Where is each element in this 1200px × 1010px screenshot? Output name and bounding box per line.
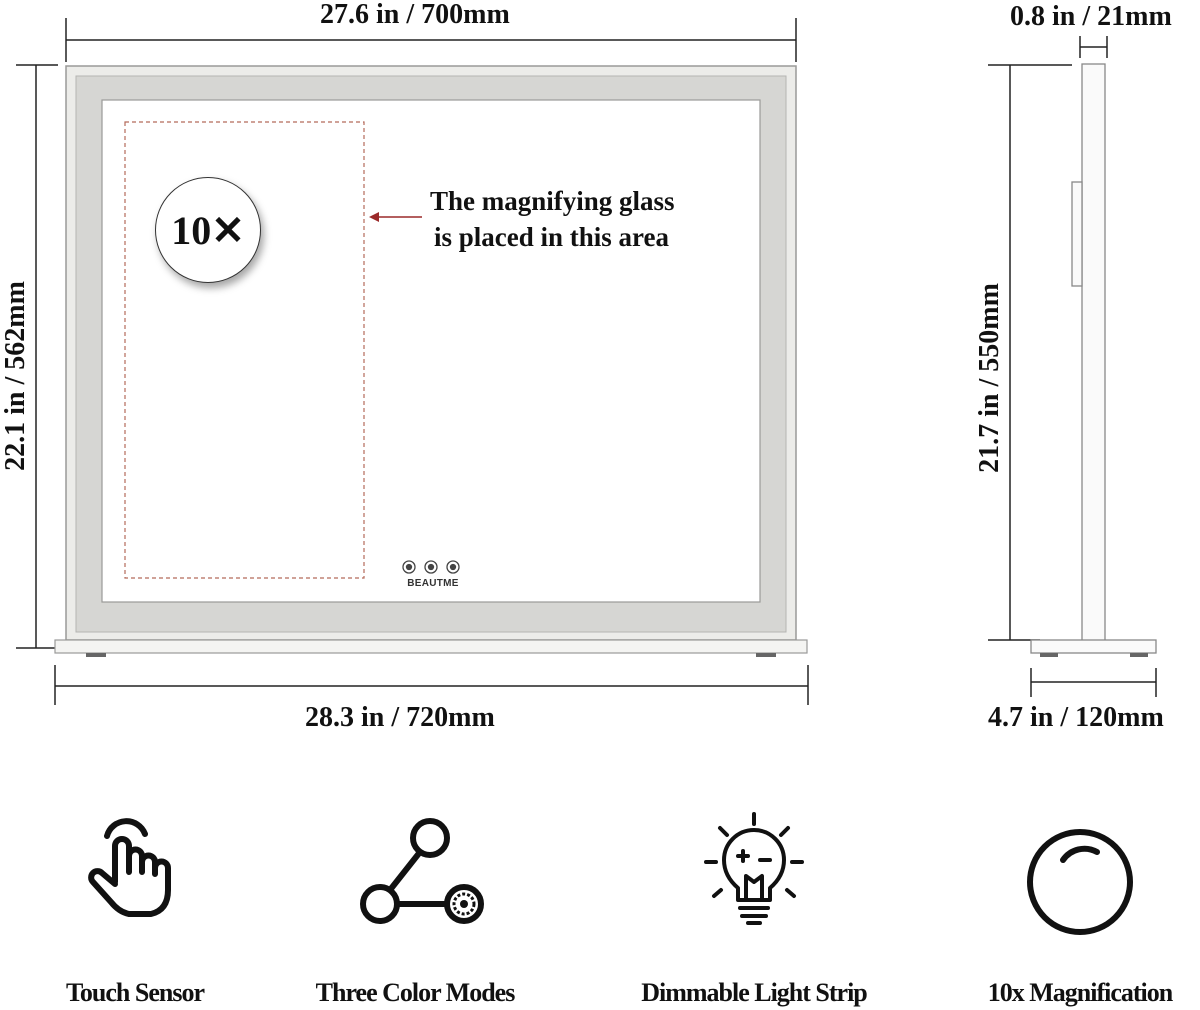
mirror-base (54, 639, 808, 654)
dimension-diagram (16, 18, 1157, 705)
bottom-width-dimension-line (54, 665, 809, 705)
left-height-dimension-line (16, 64, 58, 649)
magnifier-circle-icon (1027, 829, 1133, 935)
color-modes-icon (360, 818, 484, 924)
side-depth-dimension-line (1079, 36, 1108, 58)
lightbulb-icon (704, 812, 804, 925)
feature-label: Dimmable Light Strip (641, 978, 868, 1007)
touch-buttons (402, 560, 460, 574)
magnifier-note-line1: The magnifying glass (430, 186, 675, 216)
base-depth-dimension-line (1030, 668, 1157, 697)
touch-hand-icon (88, 818, 171, 917)
bottom-width-label: 28.3 in / 720mm (305, 702, 495, 733)
mirror-front-view (54, 65, 808, 657)
mirror-side-view (1030, 63, 1157, 657)
feature-dimmable-light-strip: Dimmable Light Strip (614, 810, 894, 1010)
feature-label: Touch Sensor (65, 978, 205, 1007)
top-width-label: 27.6 in / 700mm (320, 0, 510, 30)
magnifier-note-line2: is placed in this area (434, 222, 670, 252)
feature-three-color-modes: Three Color Modes (275, 810, 555, 1010)
magnifier-area-outline (124, 121, 365, 579)
feature-label: Three Color Modes (315, 978, 516, 1007)
feature-touch-sensor: Touch Sensor (0, 810, 275, 1010)
base-depth-label: 4.7 in / 120mm (988, 702, 1164, 733)
feature-10x-magnification: 10x Magnification (940, 810, 1200, 1010)
pointer-arrow (369, 212, 422, 222)
brand-logo: BEAUTME (407, 578, 459, 589)
side-height-label: 21.7 in / 550mm (974, 283, 1005, 473)
feature-label: 10x Magnification (987, 978, 1174, 1007)
top-width-dimension-line (65, 18, 797, 62)
left-height-label: 22.1 in / 562mm (0, 281, 31, 471)
side-depth-label: 0.8 in / 21mm (1010, 1, 1172, 32)
magnification-badge: 10✕ (155, 177, 261, 283)
